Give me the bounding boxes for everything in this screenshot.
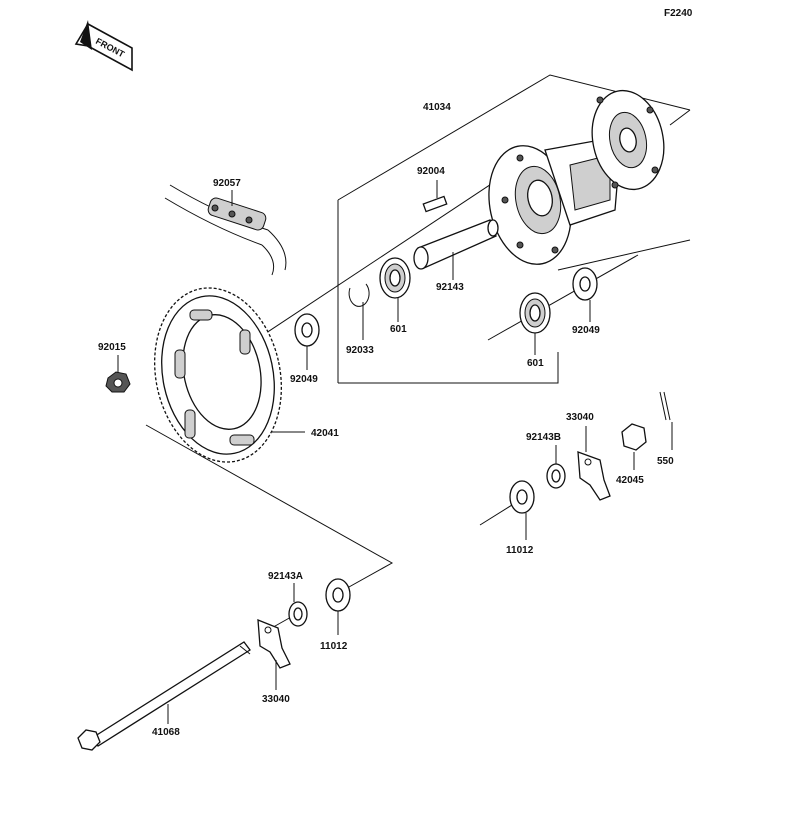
- label-sprocket-nut: 92015: [98, 342, 126, 353]
- front-arrow-icon: FRONT: [74, 20, 133, 72]
- bearing-left-part: [379, 257, 411, 322]
- label-circlip: 92033: [346, 345, 374, 356]
- collar-right-part: [546, 445, 566, 489]
- collar-left-part: [288, 583, 308, 627]
- label-cotter-pin: 550: [657, 456, 674, 467]
- label-axle: 41068: [152, 727, 180, 738]
- sprocket-nut-part: [105, 355, 131, 393]
- label-collar-left: 92143A: [268, 571, 303, 582]
- axle-part: [77, 641, 251, 751]
- chain-part: [164, 184, 287, 276]
- label-seal-left: 92049: [290, 374, 318, 385]
- label-cap-right: 11012: [506, 545, 534, 556]
- label-cap-left: 11012: [320, 641, 348, 652]
- chain-adjuster-left-part: [257, 619, 291, 690]
- label-axle-nut: 42045: [616, 475, 644, 486]
- cap-left-part: [325, 578, 351, 635]
- chain-adjuster-right-part: [577, 426, 611, 501]
- cap-right-part: [509, 480, 535, 540]
- label-seal-right: 92049: [572, 325, 600, 336]
- label-chain-adjuster-right: 33040: [566, 412, 594, 423]
- label-hub: 41034: [423, 102, 451, 113]
- sprocket-part: [154, 287, 305, 463]
- bearing-right-part: [519, 292, 551, 355]
- circlip-part: [348, 283, 370, 340]
- axle-nut-part: [621, 423, 647, 470]
- cotter-pin-part: [659, 391, 673, 450]
- seal-left-part: [294, 313, 320, 370]
- label-chain: 92057: [213, 178, 241, 189]
- part-labels: 41034 92004 92143 92057 92015 42041 9203…: [98, 102, 674, 738]
- label-chain-adjuster-left: 33040: [262, 694, 290, 705]
- figure-code: F2240: [664, 8, 693, 19]
- label-collar: 92143: [436, 282, 464, 293]
- label-sleeve: 92004: [417, 166, 445, 177]
- label-collar-right: 92143B: [526, 432, 561, 443]
- label-sprocket: 42041: [311, 428, 339, 439]
- collar-part: [413, 219, 499, 280]
- seal-right-part: [572, 267, 598, 322]
- rear-hub-drum: [488, 89, 665, 265]
- label-bearing-right: 601: [527, 358, 544, 369]
- label-bearing-left: 601: [390, 324, 407, 335]
- sleeve-part: [422, 180, 448, 213]
